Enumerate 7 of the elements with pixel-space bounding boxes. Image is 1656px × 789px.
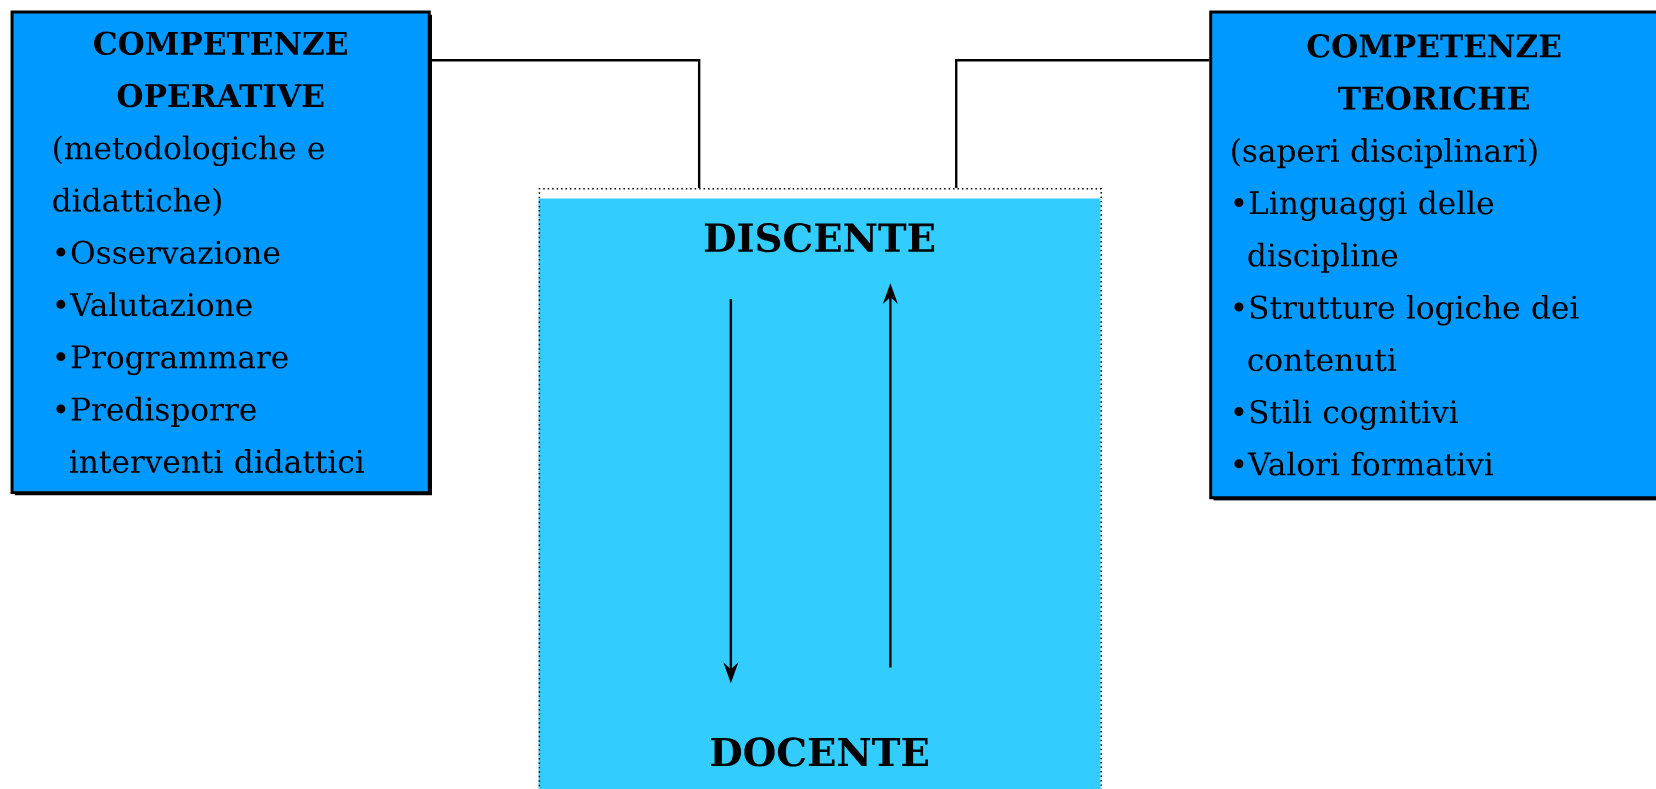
competence-box: COMPETENZE TEORICHE (saperi disciplinari) •Linguaggi delle discipline •Strutture logiche dei contenuti •Stili cognitivi •Valori formativi [1209, 10, 1656, 501]
competence-box: COMPETENZE OPERATIVE (metodologiche e didattiche) •Osservazione •Valutazione •Programmare •Predisporre interventi didattici [10, 10, 432, 496]
connector [430, 59, 701, 188]
connector [955, 59, 1210, 188]
role-label: DOCENTE [711, 737, 928, 767]
role-label: DISCENTE [704, 223, 935, 253]
relation-box [538, 188, 1102, 789]
